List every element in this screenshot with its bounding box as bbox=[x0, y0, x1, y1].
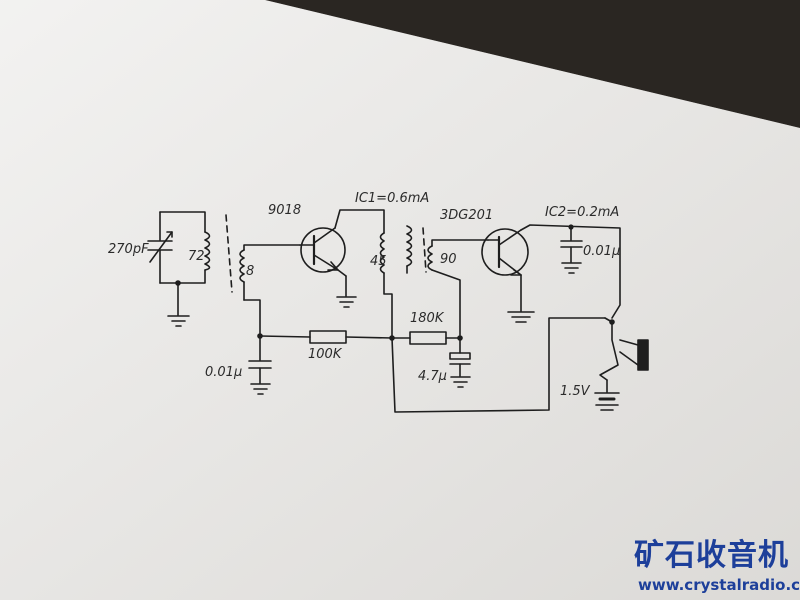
schematic-drawing bbox=[147, 209, 649, 413]
bypass-cap-right bbox=[560, 226, 583, 274]
interstage-coil-45 bbox=[379, 225, 413, 339]
earphone bbox=[619, 339, 649, 371]
battery-label: 1.5V bbox=[560, 384, 591, 399]
coil-72-label: 72 bbox=[188, 249, 205, 264]
watermark-url: www.crystalradio.cn bbox=[638, 576, 800, 594]
secondary-coil-8 bbox=[239, 244, 301, 337]
coil-90 bbox=[427, 239, 489, 336]
ferrite-core-2 bbox=[422, 227, 427, 273]
tr1-type-label: 9018 bbox=[268, 203, 301, 218]
coil-45-label: 45 bbox=[370, 254, 387, 269]
c-bypass2-label: 0.01μ bbox=[583, 244, 620, 259]
tuning-capacitor bbox=[147, 211, 206, 284]
electrolytic-cap bbox=[449, 337, 471, 388]
coil-90-label: 90 bbox=[440, 252, 457, 267]
bypass-cap-left bbox=[248, 335, 272, 395]
watermark-title: 矿石收音机 bbox=[634, 538, 789, 573]
r2-label: 180K bbox=[410, 311, 445, 326]
c-electrolytic-label: 4.7μ bbox=[418, 369, 447, 384]
ic2-label: IC2=0.2mA bbox=[545, 205, 619, 220]
ic1-label: IC1=0.6mA bbox=[355, 191, 429, 206]
transistor-tr2 bbox=[481, 224, 621, 323]
ferrite-core-1 bbox=[225, 214, 233, 293]
junction-dots bbox=[175, 224, 615, 341]
antenna-coil-72 bbox=[204, 231, 211, 271]
tank-ground-symbol bbox=[167, 282, 190, 327]
tr2-type-label: 3DG201 bbox=[440, 208, 493, 223]
tuning-cap-label: 270pF bbox=[108, 242, 149, 257]
transistor-tr1 bbox=[299, 209, 385, 308]
coil-8-label: 8 bbox=[246, 264, 254, 279]
r1-label: 100K bbox=[308, 347, 343, 362]
battery-cell bbox=[594, 379, 620, 411]
c-bypass1-label: 0.01μ bbox=[205, 365, 242, 380]
